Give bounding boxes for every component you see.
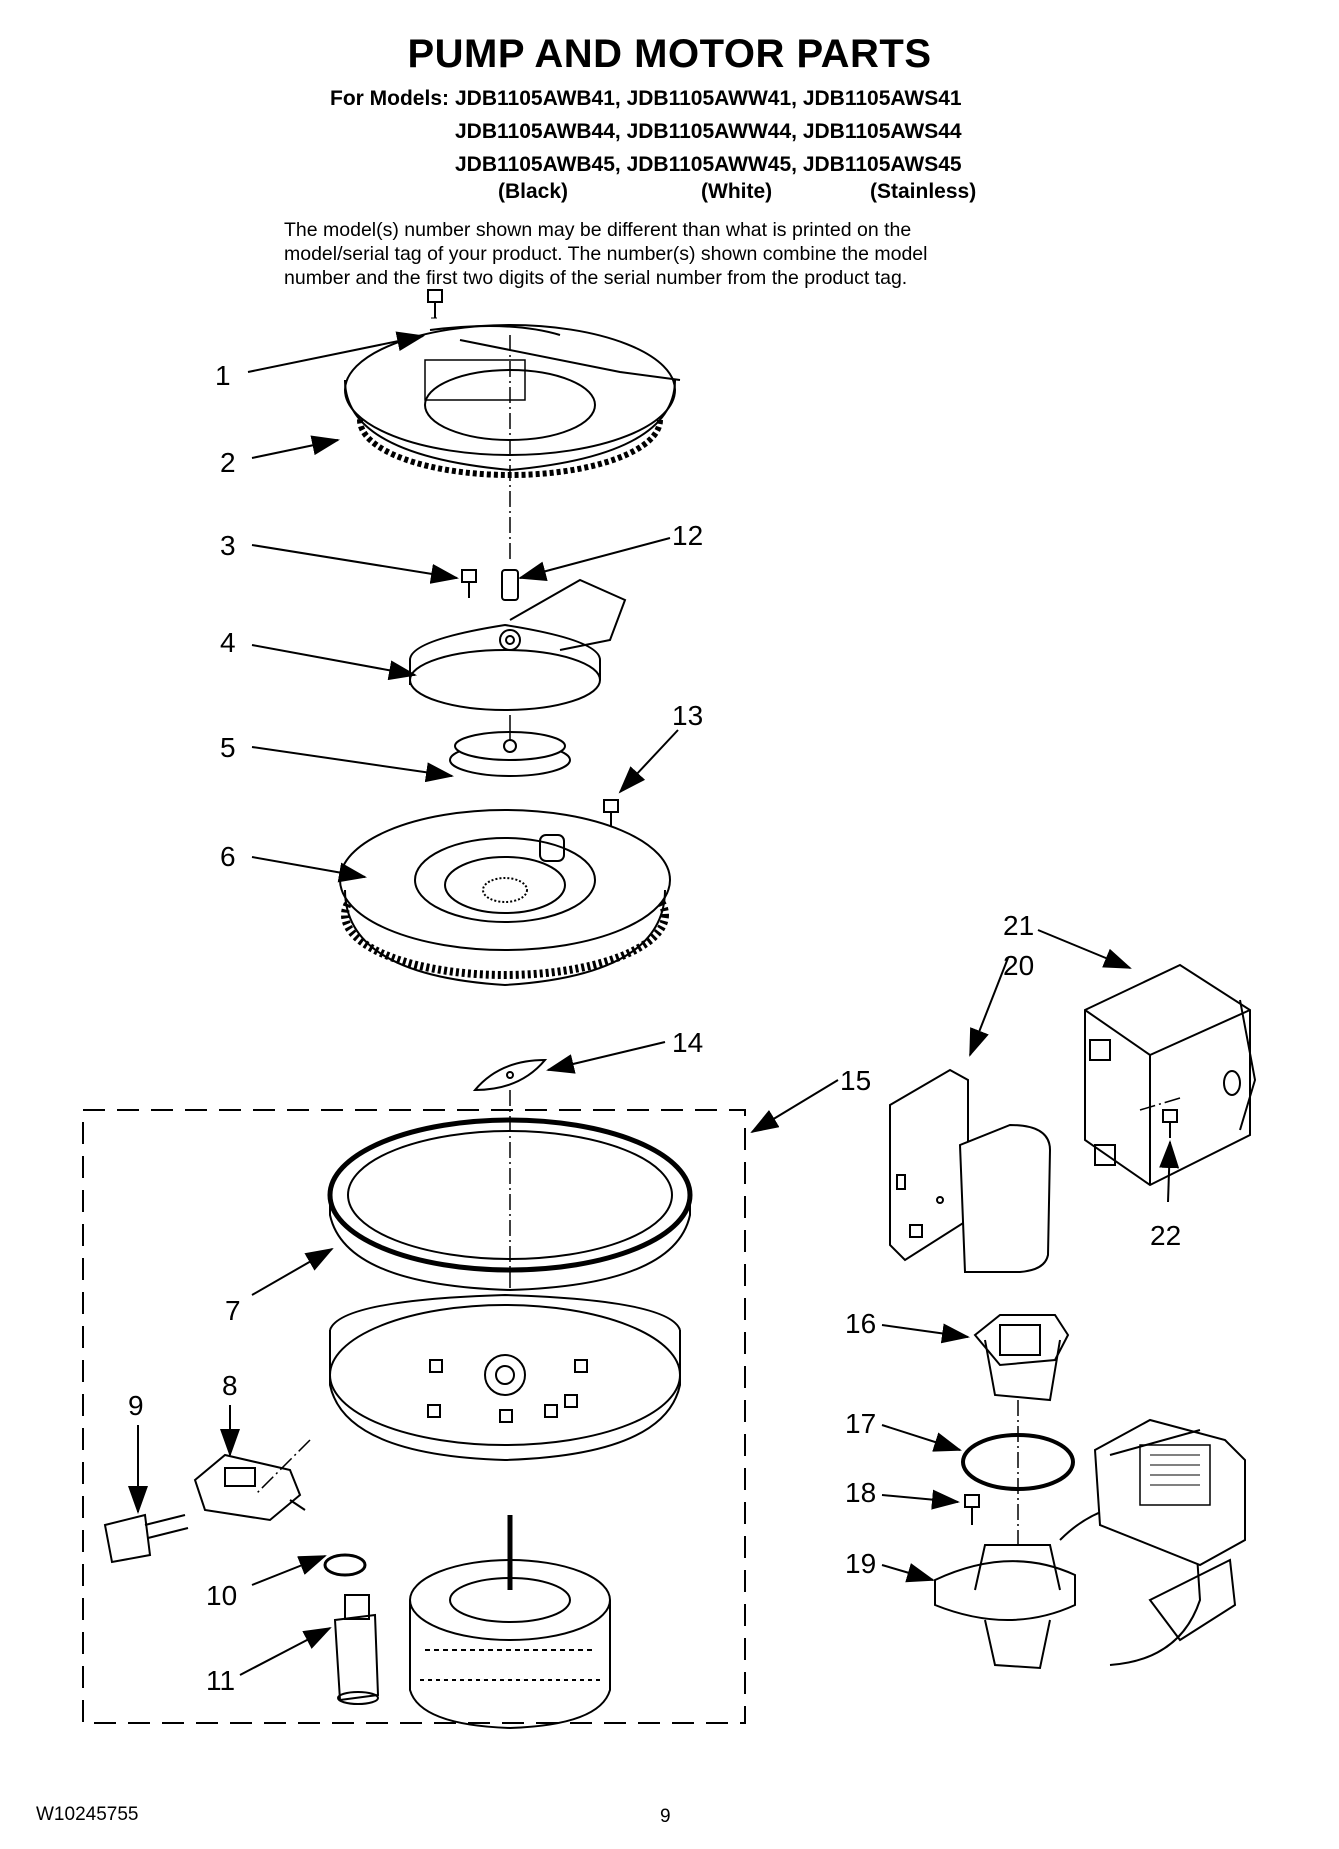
label-part-17: 17: [845, 1408, 876, 1439]
label-part-8: 8: [222, 1370, 238, 1401]
models-label: For Models:: [330, 87, 449, 110]
label-part-3: 3: [220, 530, 236, 561]
part-15-assembly-box: [82, 1109, 746, 1724]
label-part-13: 13: [672, 700, 703, 731]
part-10-o-ring: [323, 1553, 367, 1577]
note-line-1: The model(s) number shown may be differe…: [284, 219, 912, 241]
label-part-12: 12: [672, 520, 703, 551]
note-line-3: number and the first two digits of the s…: [284, 267, 908, 289]
axis-lines: [254, 335, 1181, 1545]
label-part-9: 9: [128, 1390, 144, 1421]
part-22-screw: [1162, 1109, 1178, 1138]
leader-arrows: [128, 331, 1180, 1676]
part-5-impeller: [449, 715, 571, 777]
label-part-18: 18: [845, 1477, 876, 1508]
label-part-11: 11: [206, 1665, 235, 1696]
part-11-connector: [333, 1594, 380, 1705]
label-part-19: 19: [845, 1548, 876, 1579]
label-part-6: 6: [220, 841, 236, 872]
label-part-10: 10: [206, 1580, 237, 1611]
label-part-7: 7: [225, 1295, 241, 1326]
label-part-22: 22: [1150, 1220, 1181, 1251]
part-8-bracket: [193, 1453, 306, 1522]
part-motor: [409, 1515, 611, 1730]
model-note: The model(s) number shown may be differe…: [284, 218, 1084, 290]
part-2-upper-filter-ring: [344, 324, 681, 478]
model-row-3: JDB1105AWB45, JDB1105AWW45, JDB1105AWS45: [455, 153, 962, 176]
label-part-14: 14: [672, 1027, 703, 1058]
label-part-16: 16: [845, 1308, 876, 1339]
part-14-gasket: [472, 1058, 548, 1092]
label-part-1: 1: [215, 360, 231, 391]
page-number: 9: [660, 1806, 671, 1827]
color-stainless: (Stainless): [870, 180, 977, 203]
part-16-adapter: [973, 1314, 1070, 1402]
label-part-5: 5: [220, 732, 236, 763]
part-21-box: [1084, 963, 1257, 1187]
model-row-1: JDB1105AWB41, JDB1105AWW41, JDB1105AWS41: [455, 87, 962, 110]
part-7-lower-housing: [329, 1293, 681, 1462]
part-3-screw: [461, 569, 477, 598]
part-20-cover: [889, 1068, 1052, 1273]
model-row-2: JDB1105AWB44, JDB1105AWW44, JDB1105AWS44: [455, 120, 962, 143]
part-number-labels: 1 2 3 4 5 6 7 8 9 10 11 12 13 14 15 16 1…: [128, 360, 1181, 1696]
label-part-21: 21: [1003, 910, 1034, 941]
part-1-screw: [427, 289, 443, 319]
label-part-15: 15: [840, 1065, 871, 1096]
part-9-sensor: [103, 1513, 189, 1564]
part-12-pin: [501, 569, 519, 601]
label-part-4: 4: [220, 627, 236, 658]
label-part-2: 2: [220, 447, 236, 478]
part-19-drain-pump: [934, 1418, 1246, 1670]
color-white: (White): [701, 180, 773, 203]
part-6-pump-housing: [339, 809, 671, 987]
document-number: W10245755: [36, 1804, 139, 1825]
part-18-screw: [964, 1494, 980, 1525]
color-black: (Black): [498, 180, 569, 203]
label-part-20: 20: [1003, 950, 1034, 981]
page-title: PUMP AND MOTOR PARTS: [407, 32, 932, 76]
note-line-2: model/serial tag of your product. The nu…: [284, 243, 928, 265]
